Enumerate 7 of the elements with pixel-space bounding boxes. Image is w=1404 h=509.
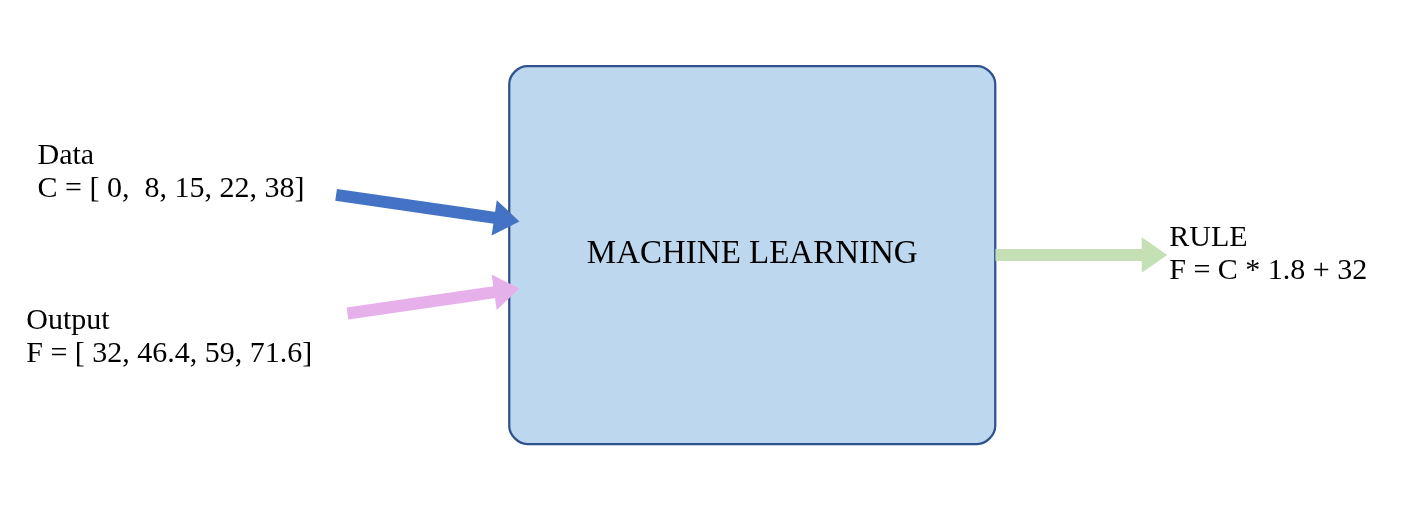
- node-text: Data C = [ 0, 8, 15, 22, 38]: [37, 136, 305, 202]
- node-box: MACHINE LEARNING: [508, 64, 997, 445]
- node-text: Output F = [ 32, 46.4, 59, 71.6]: [26, 301, 313, 367]
- arrow: [346, 274, 520, 319]
- node-text: RULE F = C * 1.8 + 32: [1169, 218, 1368, 285]
- arrow: [335, 188, 520, 235]
- arrow: [995, 236, 1168, 273]
